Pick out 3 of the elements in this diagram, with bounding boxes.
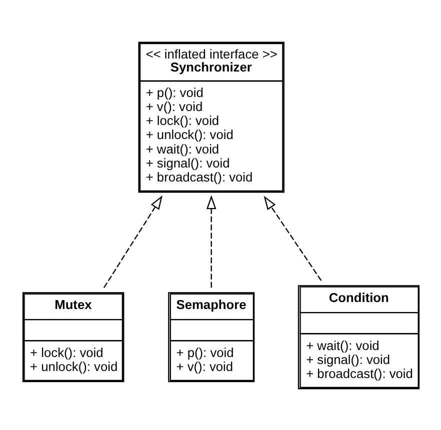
arrow <box>206 194 216 288</box>
arrow <box>263 195 322 280</box>
arrow <box>102 194 162 288</box>
